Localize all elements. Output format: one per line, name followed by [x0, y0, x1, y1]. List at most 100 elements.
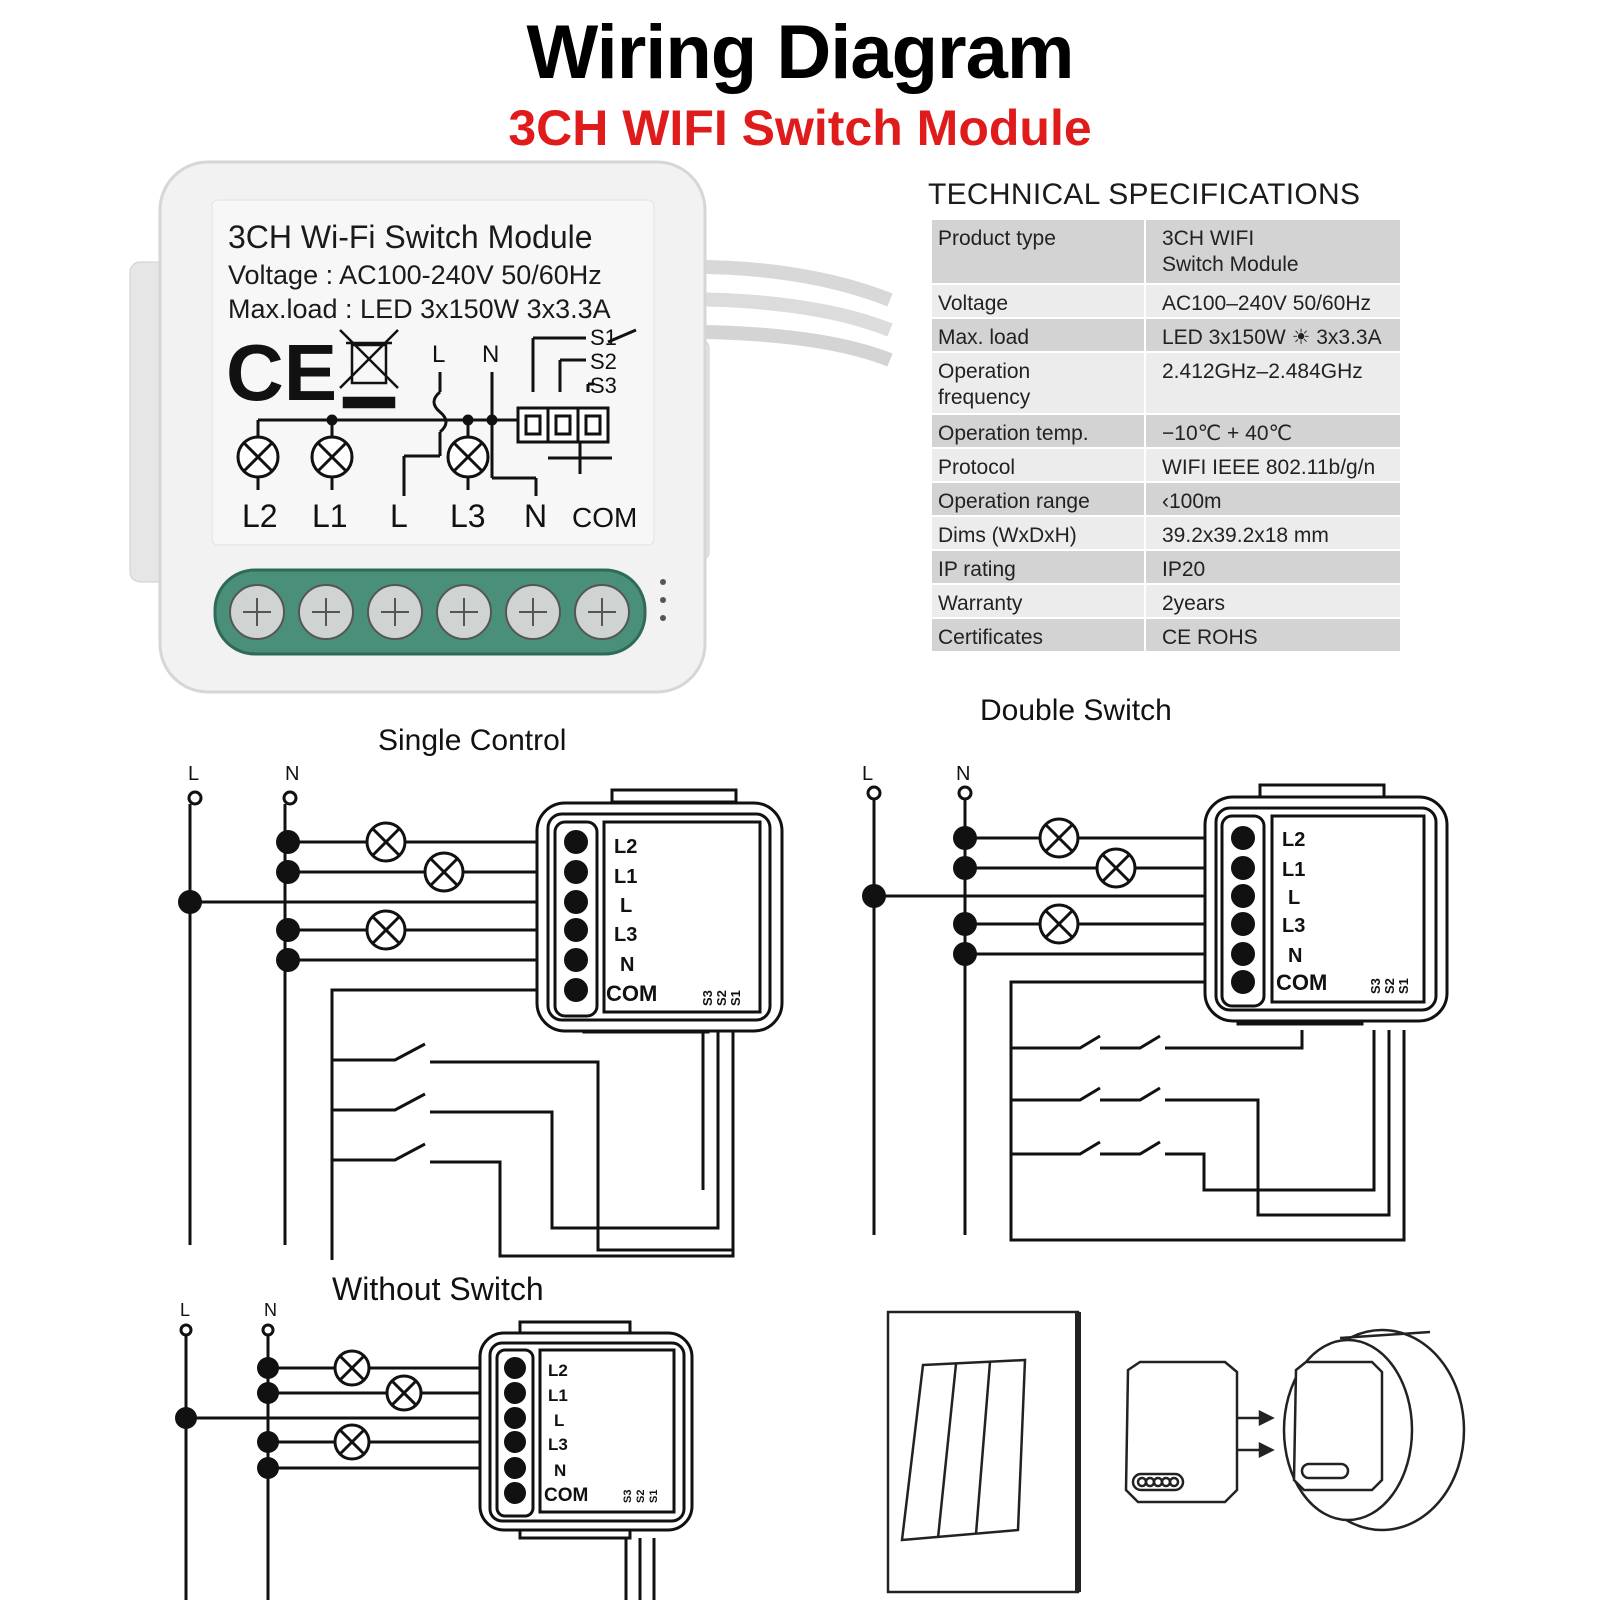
page-subtitle: 3CH WIFI Switch Module	[508, 100, 1092, 156]
product-photo: 3CH Wi-Fi Switch Module Voltage : AC100-…	[129, 160, 893, 694]
single-module-screws	[564, 830, 588, 1002]
label-n-top: N	[482, 341, 499, 368]
wall-box-module-terminals	[1300, 1462, 1350, 1480]
device-bottom-label-l3: L3	[450, 498, 486, 534]
spec-value: AC100–240V 50/60Hz	[1145, 284, 1400, 318]
device-bottom-label-com: COM	[572, 502, 637, 533]
spec-key: Max. load	[932, 318, 1146, 352]
single-control-diagram: Single Control L N	[178, 724, 784, 1260]
double-switch-pair-3	[1011, 1030, 1376, 1192]
single-terminal-n: N	[620, 954, 634, 976]
double-terminal-l1: L1	[1282, 859, 1305, 881]
single-module	[535, 788, 784, 1034]
spec-value: WIFI IEEE 802.11b/g/n	[1145, 448, 1400, 482]
single-wire-com	[330, 988, 560, 1260]
double-module	[1203, 783, 1449, 1026]
without-switch-title: Without Switch	[332, 1271, 544, 1307]
device-bottom-label-l: L	[390, 498, 408, 534]
single-switch-3	[332, 1142, 426, 1162]
label-s1: S1	[590, 325, 617, 350]
double-terminal-com: COM	[1276, 970, 1327, 995]
device-bottom-label-n: N	[524, 498, 547, 534]
single-switch-2	[332, 1092, 426, 1112]
wall-box-rim	[1339, 1330, 1431, 1340]
double-terminal-l: L	[1288, 887, 1300, 909]
device-label-line1: 3CH Wi-Fi Switch Module	[228, 219, 593, 255]
without-l-terminal	[179, 1323, 193, 1337]
device-bottom-label-l1: L1	[312, 498, 348, 534]
without-junction-dots	[175, 1357, 279, 1479]
double-lamps	[1038, 817, 1137, 945]
without-line-n-label: N	[264, 1300, 277, 1320]
spec-row: Operation range‹100m	[932, 482, 1400, 516]
spec-row: Operation temp.−10℃ + 40℃	[932, 414, 1400, 448]
single-wire-s3	[430, 1160, 735, 1258]
single-control-title: Single Control	[378, 724, 566, 757]
spec-row: Dims (WxDxH)39.2x39.2x18 mm	[932, 516, 1400, 550]
single-junction-dots	[178, 830, 300, 972]
label-l-top: L	[432, 341, 445, 368]
small-module-drawing	[1124, 1360, 1239, 1504]
small-module-terminal-rings	[1136, 1476, 1180, 1488]
spec-key: Product type	[932, 220, 1146, 284]
single-switch-1	[332, 1042, 426, 1062]
label-switch-boxes	[516, 406, 610, 444]
double-terminal-l3: L3	[1282, 915, 1305, 937]
spec-key: Voltage	[932, 284, 1146, 318]
spec-value: CE ROHS	[1145, 618, 1400, 652]
insert-arrow-2-head	[1258, 1441, 1275, 1459]
without-switch-label-s1: S1	[648, 1490, 660, 1503]
double-line-n-label: N	[956, 763, 970, 785]
without-terminal-l3: L3	[548, 1435, 568, 1454]
device-label-line2: Voltage : AC100-240V 50/60Hz	[228, 260, 602, 290]
spec-key: Warranty	[932, 584, 1146, 618]
single-wire-s2	[430, 1030, 720, 1230]
single-terminal-l3: L3	[614, 924, 637, 946]
without-terminal-l1: L1	[548, 1386, 568, 1405]
double-switch-label-s3: S3	[1368, 978, 1383, 994]
label-lamps	[236, 435, 490, 479]
spec-key: Dims (WxDxH)	[932, 516, 1146, 550]
device-label-line3: Max.load : LED 3x150W 3x3.3A	[228, 294, 611, 324]
single-line-l-label: L	[188, 763, 199, 785]
double-junction-dots	[862, 826, 977, 966]
spec-value: ‹100m	[1145, 482, 1400, 516]
without-terminal-n: N	[554, 1461, 566, 1480]
spec-key: Certificates	[932, 618, 1146, 652]
spec-key: Operation temp.	[932, 414, 1146, 448]
indicator-dots	[660, 579, 666, 621]
single-lamps	[365, 821, 465, 951]
single-switch-label-s1: S1	[728, 990, 743, 1006]
single-switch-label-s2: S2	[714, 990, 729, 1006]
double-switch-label-s2: S2	[1382, 978, 1397, 994]
single-terminal-l2: L2	[614, 836, 637, 858]
spec-key: Protocol	[932, 448, 1146, 482]
ce-mark: CE	[226, 328, 337, 417]
double-switch-pair-2	[1011, 1030, 1391, 1217]
label-s3: S3	[590, 373, 617, 398]
single-l-terminal	[187, 790, 203, 806]
single-terminal-l: L	[620, 895, 632, 917]
double-line-l-label: L	[862, 763, 873, 785]
single-wire-s1	[430, 1030, 735, 1252]
spec-value: 2.412GHz–2.484GHz	[1145, 352, 1400, 414]
page-title: Wiring Diagram	[526, 10, 1075, 95]
double-l-terminal	[866, 785, 882, 801]
without-switch-diagram: Without Switch L N	[175, 1271, 694, 1600]
spec-value: 39.2x39.2x18 mm	[1145, 516, 1400, 550]
small-module-terminals	[1131, 1472, 1185, 1492]
without-terminal-l: L	[554, 1411, 564, 1430]
double-module-screws	[1231, 826, 1255, 994]
without-module	[478, 1320, 694, 1540]
insert-arrow-1-head	[1258, 1409, 1275, 1427]
without-switch-label-s2: S2	[635, 1490, 647, 1503]
